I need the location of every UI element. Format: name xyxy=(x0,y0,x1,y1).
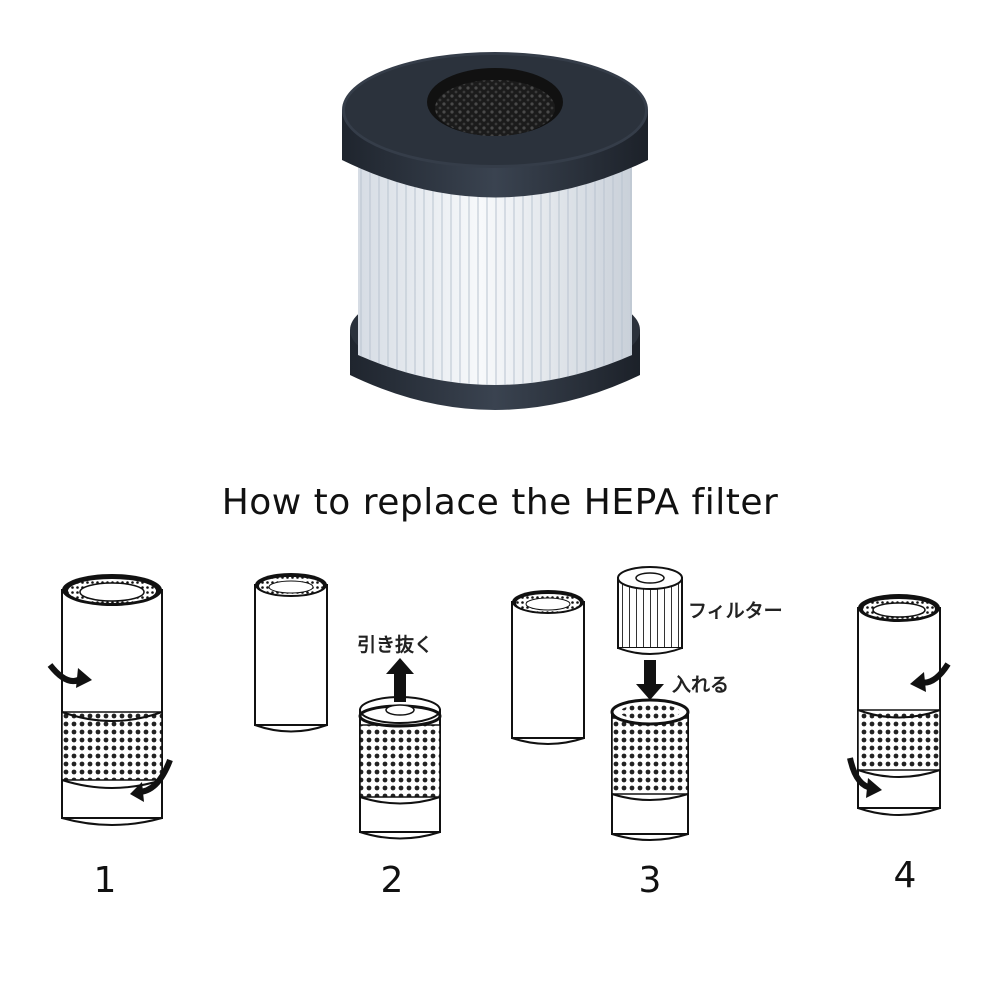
step-1-number: 1 xyxy=(93,860,117,901)
up-arrow-icon xyxy=(386,658,414,702)
insert-label: 入れる xyxy=(672,674,730,696)
hepa-filter-photo xyxy=(342,52,648,410)
step-2-illustration: 引き抜く xyxy=(245,560,495,860)
step-2-number: 2 xyxy=(380,860,404,901)
step-1-illustration xyxy=(30,560,280,860)
step-3-number: 3 xyxy=(638,860,662,901)
page-title: How to replace the HEPA filter xyxy=(221,482,779,523)
twist-arrow-icon xyxy=(847,757,882,798)
twist-arrow-icon xyxy=(910,662,951,692)
step-4-number: 4 xyxy=(893,855,917,896)
step-3-illustration: フィルター 入れる xyxy=(500,560,783,860)
pull-out-label: 引き抜く xyxy=(357,634,434,656)
twist-arrow-icon xyxy=(130,758,173,802)
down-arrow-icon xyxy=(636,660,664,700)
twist-arrow-icon xyxy=(47,663,92,688)
filter-label: フィルター xyxy=(688,600,783,622)
step-4-illustration xyxy=(820,560,1000,860)
